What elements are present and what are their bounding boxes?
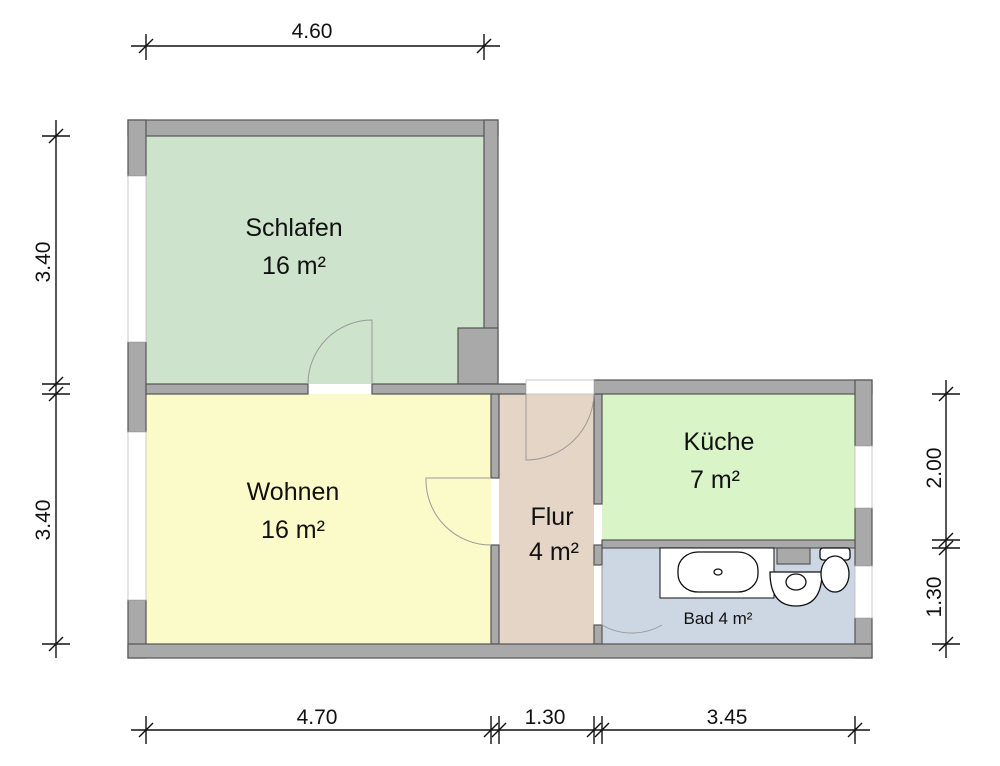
window-kueche (854, 445, 873, 509)
dim-bottom-3: 3.45 (707, 706, 748, 729)
room-schlafen[interactable] (146, 136, 484, 384)
room-label-bad: Bad 4 m² (684, 609, 753, 628)
dim-right-upper: 2.00 (923, 448, 946, 489)
door-schlafen-wohnen (307, 319, 373, 385)
door-wohnen-flur (425, 477, 492, 546)
dimension-lines (42, 34, 960, 744)
walls (127, 119, 873, 659)
window-wohnen (127, 431, 147, 601)
dim-right-lower: 1.30 (923, 577, 946, 618)
room-area-schlafen: 16 m² (262, 252, 326, 280)
windows (127, 175, 873, 619)
bathroom-fixtures (659, 547, 851, 607)
toilet-bowl (820, 555, 850, 593)
dim-top: 4.60 (292, 20, 333, 43)
window-flur (525, 379, 595, 395)
dim-left-upper: 3.40 (32, 242, 55, 283)
door-flur-bad (601, 565, 663, 634)
dim-left-lower: 3.40 (32, 500, 55, 541)
room-label-flur: Flur (530, 503, 573, 531)
dim-bottom-2: 1.30 (525, 706, 566, 729)
room-kueche[interactable] (602, 394, 855, 540)
room-label-kueche: Küche (684, 428, 755, 456)
window-schlafen (127, 175, 147, 343)
room-wohnen[interactable] (146, 394, 491, 644)
room-area-flur: 4 m² (529, 538, 579, 566)
room-area-wohnen: 16 m² (261, 516, 325, 544)
room-label-wohnen: Wohnen (247, 478, 340, 506)
window-bad (854, 565, 873, 619)
doors (307, 319, 663, 634)
room-label-schlafen: Schlafen (245, 214, 342, 242)
door-flur-entry (525, 393, 595, 461)
room-area-kueche: 7 m² (690, 466, 740, 494)
dim-bottom-1: 4.70 (297, 706, 338, 729)
